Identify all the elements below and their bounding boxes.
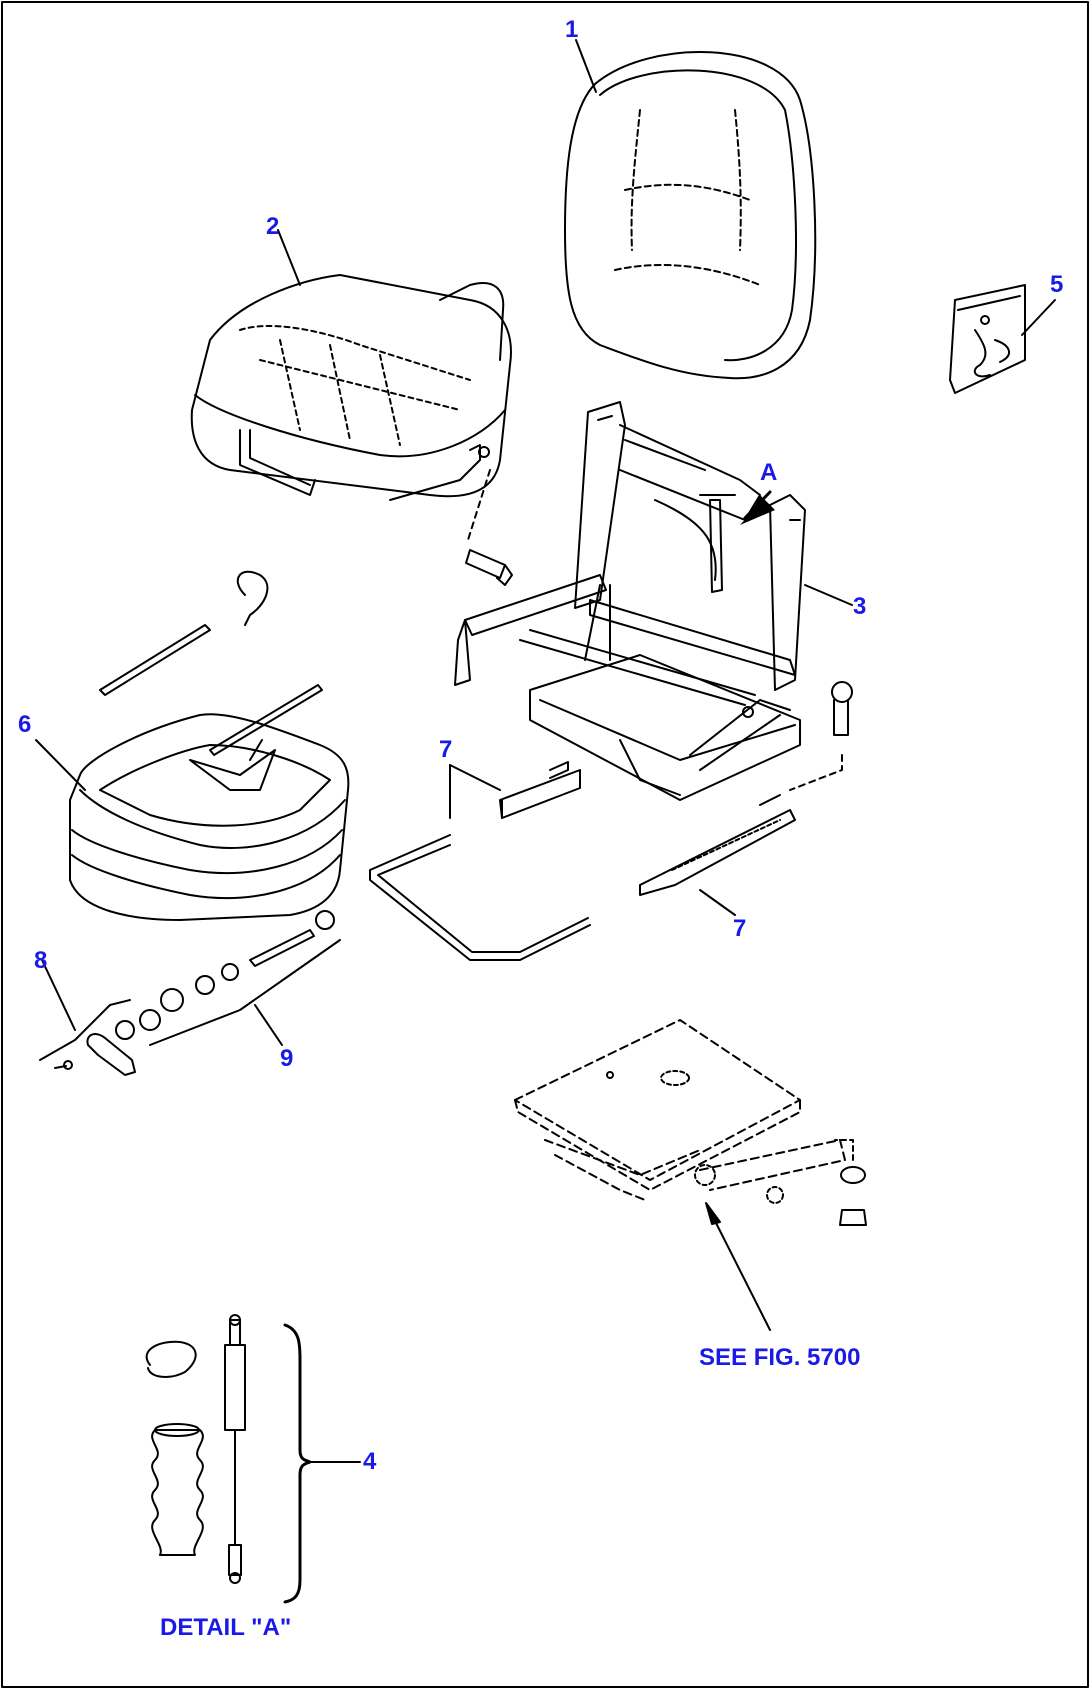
parts-bag-part <box>949 284 1026 394</box>
bracket-8 <box>39 999 131 1061</box>
callout-9: 9 <box>280 1045 294 1072</box>
brace-4 <box>283 1323 312 1604</box>
callout-7-left: 7 <box>439 736 453 763</box>
view-arrow <box>740 495 775 525</box>
rail-wire <box>369 834 591 961</box>
reference-note: SEE FIG. 5700 <box>699 1344 861 1371</box>
slide-rail-left <box>499 761 581 819</box>
leader-3 <box>804 584 853 606</box>
lever-part <box>54 1033 136 1076</box>
leader-7a-b <box>449 764 501 791</box>
washers-part <box>115 910 335 1040</box>
callout-5: 5 <box>1050 271 1064 298</box>
seat-cushion-part <box>190 274 512 501</box>
rods-part <box>99 570 323 756</box>
callout-1: 1 <box>565 16 579 43</box>
leader-7b <box>699 889 736 916</box>
callout-4: 4 <box>363 1448 377 1475</box>
callout-8: 8 <box>34 947 48 974</box>
detail-label: DETAIL "A" <box>160 1614 292 1641</box>
bolt-right-part <box>831 681 853 736</box>
callout-7-right: 7 <box>733 915 747 942</box>
leader-5 <box>1021 299 1056 336</box>
callout-3: 3 <box>853 593 867 620</box>
bracket-9 <box>149 939 341 1046</box>
view-arrow-shaft <box>743 490 772 520</box>
callout-2: 2 <box>266 213 280 240</box>
leader-2 <box>277 229 301 286</box>
leader-bolt-right <box>789 754 843 791</box>
leader-8 <box>41 959 76 1031</box>
backrest-part <box>564 50 817 380</box>
callout-6: 6 <box>18 711 32 738</box>
detail-a-parts <box>145 1314 246 1584</box>
reference-leader <box>711 1214 771 1331</box>
leader-bolt <box>467 469 491 541</box>
reference-arrowhead <box>705 1202 721 1225</box>
leader-9 <box>254 1004 283 1046</box>
swivel-base-part <box>514 1019 846 1204</box>
leader-1 <box>575 39 597 93</box>
suspension-frame-part <box>454 401 806 801</box>
nut-washer-part <box>839 1166 867 1226</box>
slide-rail-right <box>639 794 796 896</box>
leader-6 <box>35 739 86 791</box>
bolt-part <box>465 549 513 586</box>
lower-cushion-part <box>69 713 350 921</box>
view-marker-a: A <box>760 459 778 486</box>
leader-nut <box>834 1139 854 1161</box>
